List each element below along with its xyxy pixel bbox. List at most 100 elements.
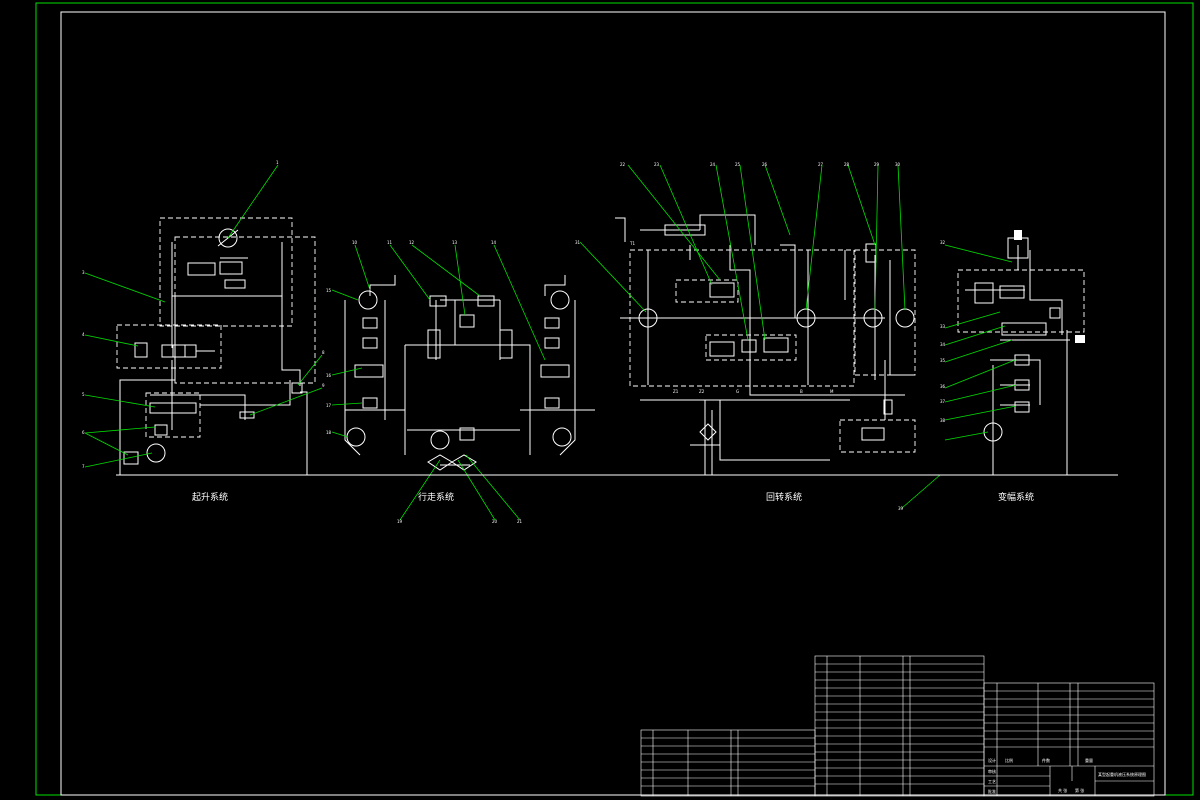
callout-25: 25 — [735, 162, 741, 167]
callout-17: 17 — [326, 403, 332, 408]
travel-valve-r1 — [544, 317, 560, 329]
title-block-qty-label: 件数 — [1042, 757, 1050, 763]
callout-22: 22 — [620, 162, 626, 167]
slew-dashed-box-right — [854, 249, 916, 376]
lift-filter — [123, 451, 139, 465]
lift-callout-numbers: 1 3 4 5 6 7 8 9 — [82, 160, 325, 469]
callout-3: 3 — [82, 270, 85, 275]
title-block-approve-label: 批准 — [988, 788, 996, 794]
lift-callout-lines — [84, 164, 323, 468]
callout-35: 35 — [940, 358, 946, 363]
slew-dashed-box-inner2 — [705, 334, 797, 361]
title-block-design-label: 设计 — [988, 757, 996, 763]
title-block-sheet-no: 第 张 — [1075, 787, 1084, 793]
slew-dashed-box-bottom — [839, 419, 916, 453]
travel-valve-r2 — [544, 337, 560, 349]
travel-cylinder-left — [427, 329, 441, 359]
callout-31: 31 — [575, 240, 581, 245]
travel-motor-right-top — [550, 290, 570, 310]
slew-valve-b — [741, 339, 757, 353]
slew-callout-lines — [579, 164, 906, 341]
port-label-g: G — [736, 389, 739, 394]
label-travel-system: 行走系统 — [418, 491, 454, 503]
callout-15: 15 — [326, 288, 332, 293]
travel-valve-l1 — [362, 317, 378, 329]
port-label-t1: T1 — [629, 241, 635, 246]
callout-11: 11 — [387, 240, 393, 245]
lift-brake-valve — [224, 279, 246, 289]
luff-system: 32 33 34 35 36 37 38 39 — [898, 230, 1085, 511]
slew-motor-left — [638, 308, 658, 328]
travel-callout-numbers: 10 11 12 13 14 15 16 17 18 19 20 21 — [326, 240, 523, 524]
luff-tank — [1075, 335, 1085, 343]
luff-valve-3 — [1014, 401, 1030, 413]
lift-pump — [146, 443, 166, 463]
callout-5: 5 — [82, 392, 85, 397]
lift-directional-valve — [161, 344, 197, 358]
luff-balance-valve — [974, 282, 994, 304]
slew-pipes — [615, 214, 915, 475]
callout-33: 33 — [940, 324, 946, 329]
outer-frame — [35, 2, 1194, 796]
callout-38: 38 — [940, 418, 946, 423]
luff-callout-numbers: 32 33 34 35 36 37 38 39 — [898, 240, 946, 511]
callout-23: 23 — [654, 162, 660, 167]
callout-37: 37 — [940, 399, 946, 404]
slew-pump-right-1 — [863, 308, 883, 328]
lift-check-valve — [154, 424, 168, 436]
callout-29: 29 — [874, 162, 880, 167]
callout-34: 34 — [940, 342, 946, 347]
travel-motor-right-bottom — [552, 427, 572, 447]
parts-list-table: 设计 比例 件数 重量 审核 工艺 批准 某型起重机液压系统原理图 共 张 第 … — [640, 655, 1155, 797]
travel-tank-symbols — [427, 454, 477, 471]
callout-12: 12 — [409, 240, 415, 245]
lift-dashed-box-valve — [116, 324, 222, 369]
callout-6: 6 — [82, 430, 85, 435]
luff-callout-lines — [901, 244, 1017, 509]
luff-dashed-box — [957, 269, 1085, 333]
slew-dashed-box-inner — [675, 279, 739, 303]
lift-motor-symbol — [218, 228, 238, 248]
callout-1: 1 — [276, 160, 279, 165]
luff-directional-valve — [1001, 322, 1047, 336]
travel-cylinder-right — [499, 329, 513, 359]
callout-8: 8 — [322, 350, 325, 355]
slew-pressure-gauge — [883, 399, 893, 415]
title-block-sheets-total: 共 张 — [1058, 787, 1067, 793]
travel-valve-l2 — [362, 337, 378, 349]
slew-control-valve — [861, 427, 885, 441]
lift-dashed-box-lower — [145, 392, 201, 438]
travel-valve-c3 — [459, 314, 475, 328]
slew-system: 22 23 24 25 26 27 28 29 30 31 T1 Z1 Z2 G… — [575, 162, 916, 475]
callout-32: 32 — [940, 240, 946, 245]
lift-relief-valve — [134, 342, 148, 358]
luff-valve-top — [999, 285, 1025, 299]
title-block-scale-label: 比例 — [1005, 757, 1013, 763]
callout-30: 30 — [895, 162, 901, 167]
lift-dashed-box-outer — [174, 236, 316, 384]
lift-gauge — [239, 411, 255, 419]
lift-cylinder — [219, 261, 243, 275]
travel-callout-lines — [331, 244, 546, 521]
system-labels: 起升系统 行走系统 回转系统 变幅系统 — [192, 491, 1034, 503]
callout-24: 24 — [710, 162, 716, 167]
port-label-b: B — [800, 389, 803, 394]
callout-28: 28 — [844, 162, 850, 167]
travel-valve-l3 — [354, 364, 384, 378]
lift-pipes — [119, 242, 308, 475]
slew-pump-right-2 — [895, 308, 915, 328]
callout-14: 14 — [491, 240, 497, 245]
port-label-z2: Z2 — [699, 389, 705, 394]
callout-26: 26 — [762, 162, 768, 167]
slew-port-labels: T1 Z1 Z2 G B M — [629, 241, 834, 394]
callout-13: 13 — [452, 240, 458, 245]
callout-16: 16 — [326, 373, 332, 378]
lift-pressure-switch — [291, 382, 303, 394]
slew-callout-numbers: 22 23 24 25 26 27 28 29 30 31 — [575, 162, 901, 245]
lift-dashed-box-main — [159, 217, 293, 327]
callout-18: 18 — [326, 430, 332, 435]
travel-pump — [430, 430, 450, 450]
title-block-review-label: 审核 — [988, 768, 996, 774]
lift-system: 1 3 4 5 6 7 8 9 — [82, 160, 325, 475]
travel-filter-center — [459, 427, 475, 441]
